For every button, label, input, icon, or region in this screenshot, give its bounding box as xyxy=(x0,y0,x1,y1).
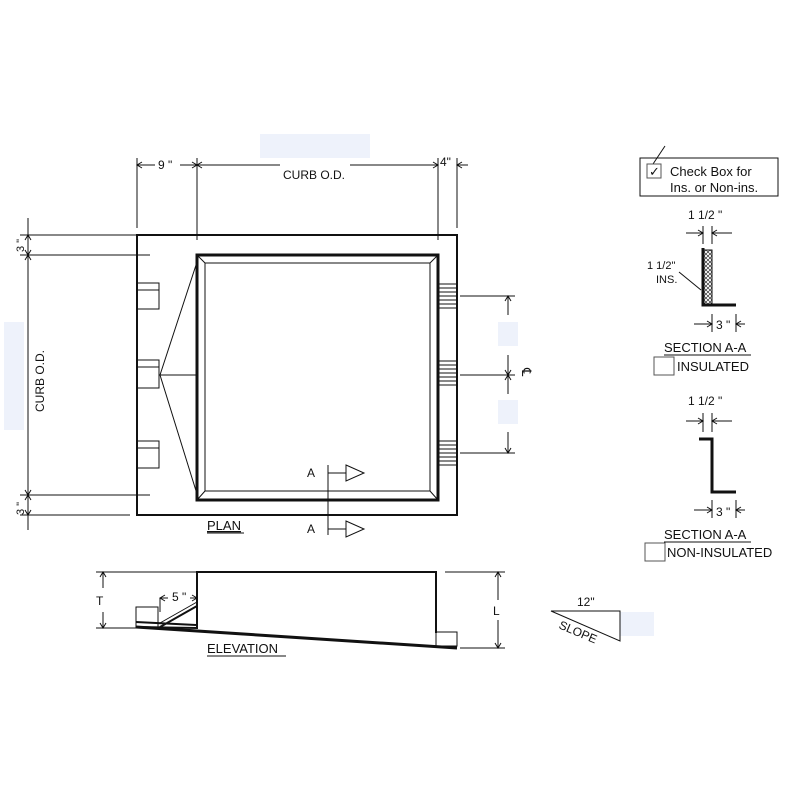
section-marker-a-bottom: A xyxy=(307,522,315,536)
centerline-symbol: ℄ xyxy=(519,367,534,377)
non-insulated-option-label: NON-INSULATED xyxy=(667,545,772,560)
section-marker-a-top: A xyxy=(307,466,315,480)
highlight-block xyxy=(498,322,518,346)
dim-vertical-curb-od: CURB O.D. xyxy=(33,350,47,412)
non-ins-dim-top: 1 1/2 " xyxy=(688,394,722,408)
slope-label: SLOPE xyxy=(557,618,599,647)
non-insulated-checkbox[interactable] xyxy=(644,542,666,562)
left-bracket xyxy=(136,440,160,469)
slope-triangle: 12" SLOPE xyxy=(550,595,621,647)
right-hinge xyxy=(436,360,458,386)
section-insulated: 1 1/2 " 1 1/2" INS. 3 " SECTION A-A INSU… xyxy=(647,208,751,376)
highlight-block xyxy=(498,400,518,424)
dim-bottom-3: 3 " xyxy=(15,502,27,515)
plan-label: PLAN xyxy=(207,518,241,533)
non-ins-dim-bottom: 3 " xyxy=(716,505,730,519)
dim-left-9: 9 " xyxy=(158,158,172,172)
plan-view: 9 " CURB O.D. 4" 3 " 3 " CURB O.D. ℄ xyxy=(15,155,534,538)
right-hinge xyxy=(436,283,458,309)
left-bracket xyxy=(136,282,160,310)
note-checkmark: ✓ xyxy=(649,164,660,179)
dim-right-4: 4" xyxy=(440,155,451,169)
ins-thickness: 1 1/2" xyxy=(647,260,675,272)
note-checkbox[interactable] xyxy=(646,163,662,179)
check-note: ✓ Check Box for Ins. or Non-ins. xyxy=(639,145,779,197)
elevation-view: T 5 " L ELEVATION xyxy=(96,571,505,657)
opening-inner xyxy=(204,262,431,492)
insulated-option-label: INSULATED xyxy=(677,359,749,374)
dim-top-3: 3 " xyxy=(15,239,27,252)
highlight-block xyxy=(620,612,654,636)
note-line-1: Check Box for xyxy=(670,164,752,179)
section-non-insulated: 1 1/2 " 3 " SECTION A-A NON-INSULATED xyxy=(644,394,772,562)
ins-section-title: SECTION A-A xyxy=(664,340,747,355)
ins-dim-bottom: 3 " xyxy=(716,318,730,332)
note-line-2: Ins. or Non-ins. xyxy=(670,180,758,195)
dim-5: 5 " xyxy=(172,590,186,604)
slope-run: 12" xyxy=(577,595,595,609)
dim-t: T xyxy=(96,594,104,608)
right-hinge xyxy=(436,440,458,466)
inner-frame xyxy=(195,253,440,502)
elevation-label: ELEVATION xyxy=(207,641,278,656)
insulated-checkbox[interactable] xyxy=(653,356,675,376)
non-ins-section-title: SECTION A-A xyxy=(664,527,747,542)
ins-dim-top: 1 1/2 " xyxy=(688,208,722,222)
dim-top-curb-od: CURB O.D. xyxy=(283,168,345,182)
dim-l: L xyxy=(493,604,500,618)
left-bracket xyxy=(136,359,160,389)
highlight-block xyxy=(260,134,370,158)
ins-label: INS. xyxy=(656,274,677,286)
highlight-block xyxy=(4,322,24,430)
